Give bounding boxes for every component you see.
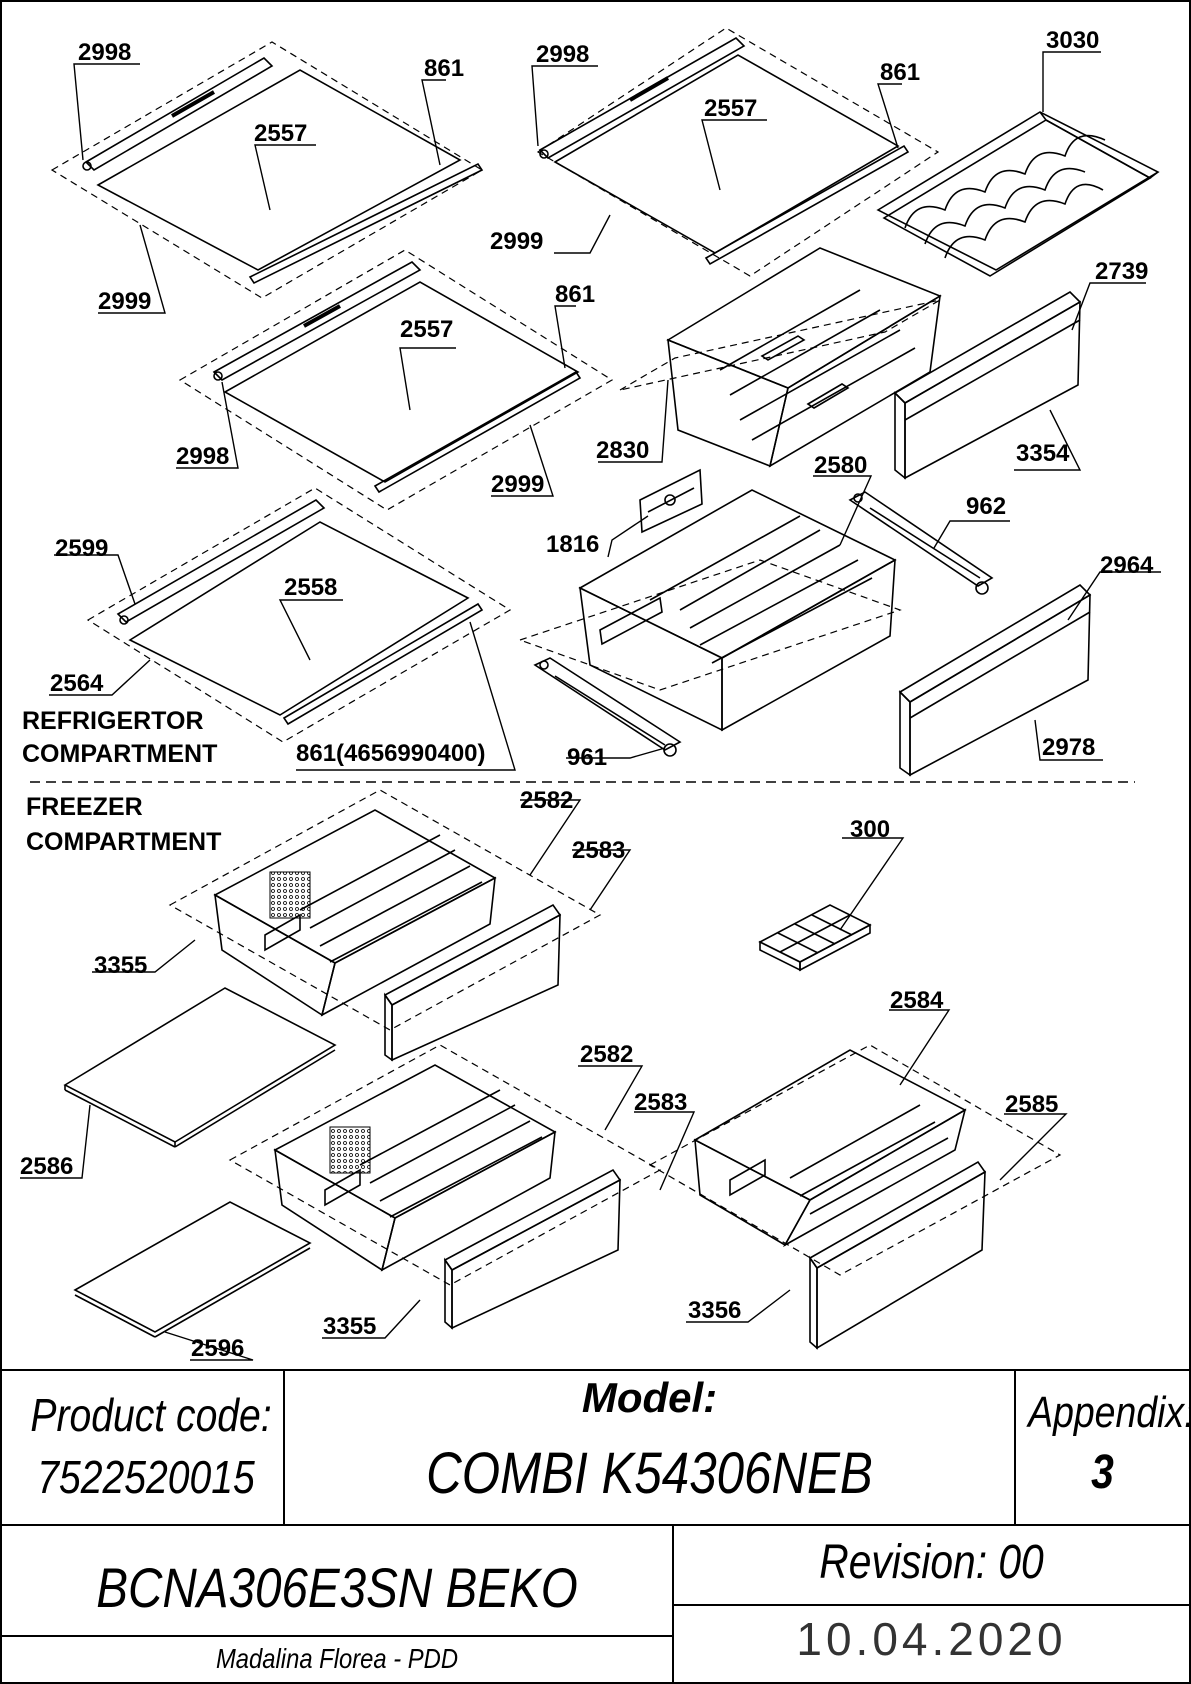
callout-2582-b: 2582	[580, 1041, 633, 1068]
product-code-value: 7522520015	[37, 1451, 255, 1503]
callout-2583-a: 2583	[572, 837, 625, 864]
callout-2557-b: 2557	[704, 95, 757, 122]
freezer-heading-line2: COMPARTMENT	[26, 828, 221, 856]
glass-plate-2596	[73, 1201, 312, 1338]
callout-861-d: 861(4656990400)	[296, 740, 486, 767]
callout-2583-b: 2583	[634, 1089, 687, 1116]
freezer-front-2585	[808, 1160, 987, 1350]
revision: Revision: 00	[819, 1536, 1044, 1589]
drawer-rail-962	[848, 491, 994, 595]
appendix-label: Appendix:	[1028, 1388, 1191, 1437]
crisper-front-2739	[893, 291, 1082, 480]
author: Madalina Florea - PDD	[215, 1643, 459, 1674]
freezer-drawer-2582-bottom	[228, 1044, 662, 1286]
callout-3356: 3356	[688, 1297, 741, 1324]
callout-2599: 2599	[55, 535, 108, 562]
callout-2582-a: 2582	[520, 787, 573, 814]
callout-2564: 2564	[50, 670, 104, 697]
callout-1816: 1816	[546, 531, 599, 558]
callout-2580: 2580	[814, 452, 867, 479]
callout-3354: 3354	[1016, 440, 1070, 467]
callout-300: 300	[850, 816, 890, 843]
freezer-drawer-2582-top	[168, 789, 602, 1031]
callout-861-b: 861	[880, 59, 920, 86]
callout-2998-c: 2998	[176, 443, 229, 470]
callout-2584: 2584	[890, 987, 944, 1014]
callout-2739: 2739	[1095, 258, 1148, 285]
glass-shelf-2557-b	[536, 27, 940, 277]
product-code-label: Product code:	[30, 1389, 272, 1441]
crisper-drawer-2830	[619, 247, 942, 468]
glass-shelf-2557-c	[178, 249, 614, 511]
callout-2830: 2830	[596, 437, 649, 464]
callout-861-c: 861	[555, 281, 595, 308]
freezer-front-2583-top	[383, 903, 562, 1062]
callout-2999-a: 2999	[98, 288, 151, 315]
wine-rack-3030	[876, 111, 1160, 277]
model-value: COMBI K54306NEB	[426, 1441, 873, 1506]
model-label: Model:	[581, 1374, 718, 1421]
glass-plate-2586	[63, 987, 337, 1148]
callout-labels: 2998 861 2557 2999 2998 861 2557 2999 30…	[20, 27, 1154, 1362]
callout-3355-a: 3355	[94, 952, 147, 979]
callout-2558: 2558	[284, 574, 337, 601]
callout-3355-b: 3355	[323, 1313, 376, 1340]
drawer-2580	[518, 489, 902, 732]
ice-tray-300	[758, 904, 872, 972]
callout-3030: 3030	[1046, 27, 1099, 54]
drawer-rail-961	[533, 657, 682, 757]
freezer-heading-line1: FREEZER	[26, 793, 143, 821]
section-headings: REFRIGERTOR COMPARTMENT FREEZER COMPARTM…	[22, 707, 221, 856]
refrigerator-heading-line2: COMPARTMENT	[22, 740, 217, 768]
callout-2999-b: 2999	[490, 228, 543, 255]
leader-lines	[20, 51, 1161, 1361]
callout-2998-b: 2998	[536, 41, 589, 68]
appendix-value: 3	[1091, 1446, 1114, 1499]
product-name: BCNA306E3SN BEKO	[96, 1556, 578, 1619]
callout-2585: 2585	[1005, 1091, 1058, 1118]
callout-2978: 2978	[1042, 734, 1095, 761]
freezer-drawer-2584	[648, 1044, 1062, 1276]
refrigerator-heading-line1: REFRIGERTOR	[22, 707, 204, 735]
callout-961: 961	[567, 744, 607, 771]
callout-2999-c: 2999	[491, 471, 544, 498]
label-card-1816	[639, 468, 703, 534]
revision-date: 10.04.2020	[796, 1613, 1067, 1665]
freezer-front-2583-bottom	[443, 1168, 622, 1330]
callout-962: 962	[966, 493, 1006, 520]
callout-2596: 2596	[191, 1335, 244, 1362]
callout-861-a: 861	[424, 55, 464, 82]
callout-2557-a: 2557	[254, 120, 307, 147]
callout-2964: 2964	[1100, 552, 1154, 579]
callout-2586: 2586	[20, 1153, 73, 1180]
callout-2557-c: 2557	[400, 316, 453, 343]
glass-shelf-2557-a	[50, 41, 484, 299]
glass-shelf-2558	[86, 487, 512, 743]
callout-2998-a: 2998	[78, 39, 131, 66]
drawer-front-2964	[898, 583, 1092, 777]
